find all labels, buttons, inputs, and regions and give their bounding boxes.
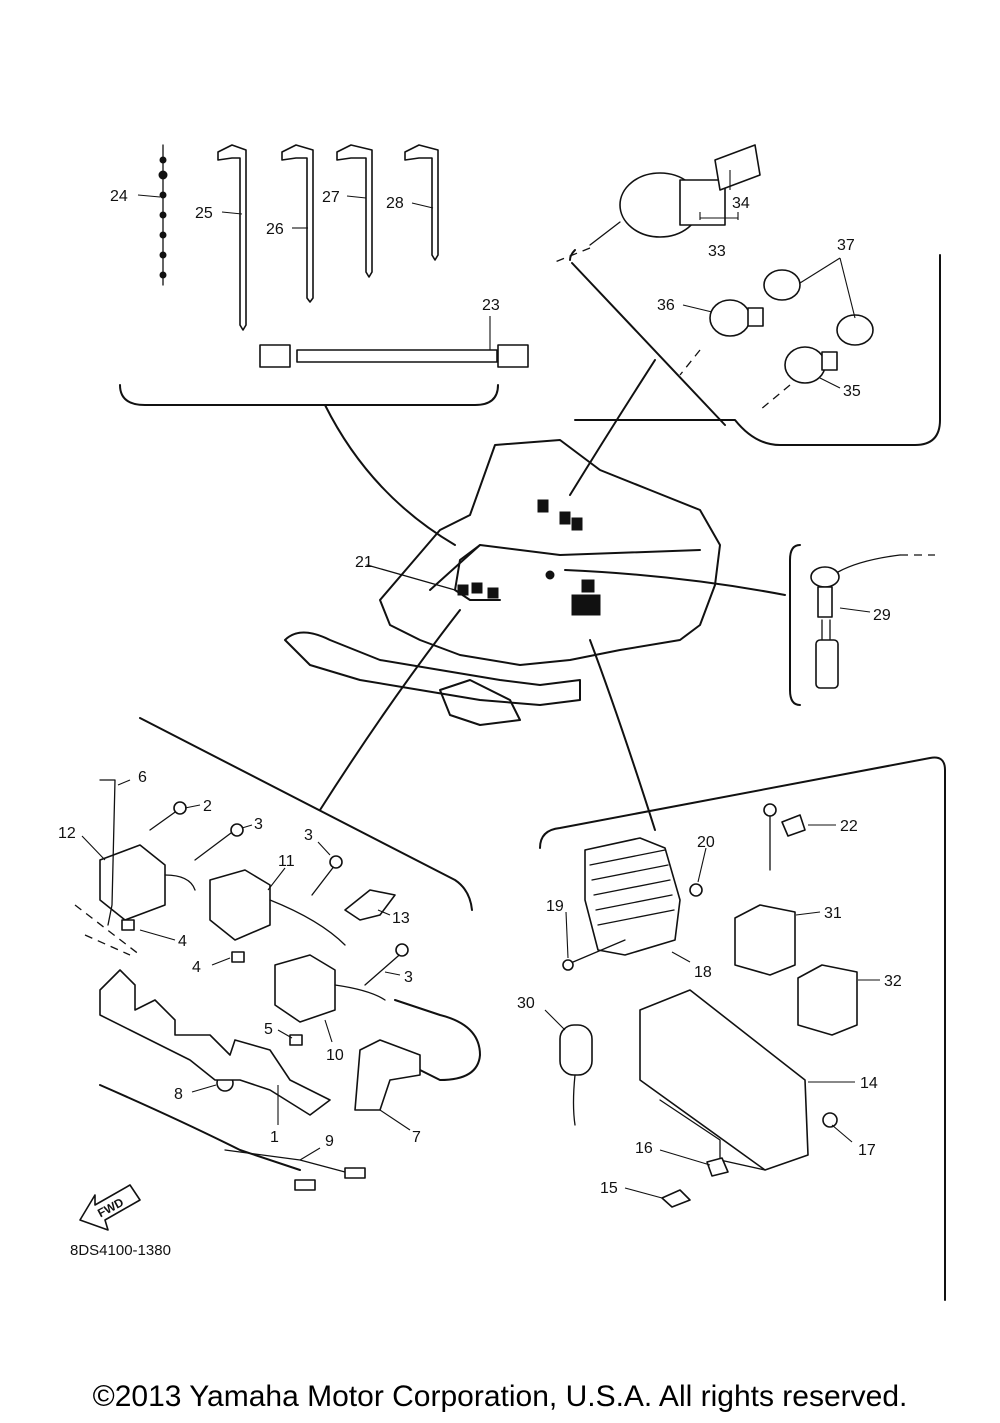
callout-2: 2 [203, 798, 212, 815]
electronics-group [539, 756, 946, 1301]
main-switch-group [554, 144, 941, 446]
callout-35: 35 [843, 383, 861, 400]
collar-4b [231, 951, 245, 963]
knob-36 [709, 299, 751, 337]
cdi-unit [639, 989, 809, 1171]
ignition-coil-12 [99, 844, 166, 921]
copyright-notice: ©2013 Yamaha Motor Corporation, U.S.A. A… [92, 1380, 908, 1413]
callout-19: 19 [546, 898, 564, 915]
callout-1: 1 [270, 1129, 279, 1146]
bracket-end-right [497, 344, 529, 368]
cable-tie-28 [404, 144, 439, 261]
callout-32: 32 [884, 973, 902, 990]
sender-probe [815, 639, 839, 689]
callout-33: 33 [708, 243, 726, 260]
callout-3b: 3 [304, 827, 313, 844]
plug-cap [354, 1039, 421, 1111]
callout-17: 17 [858, 1142, 876, 1159]
lead-connector-b [294, 1179, 316, 1191]
callout-37: 37 [837, 237, 855, 254]
callout-22: 22 [840, 818, 858, 835]
callout-12: 12 [58, 825, 76, 842]
coil-bracket [99, 969, 331, 1116]
callout-9: 9 [325, 1133, 334, 1150]
screw-19 [562, 959, 574, 971]
lead-connector-a [344, 1167, 366, 1179]
sender-cap [810, 566, 840, 588]
callout-26: 26 [266, 221, 284, 238]
callout-15: 15 [600, 1180, 618, 1197]
clamp-13 [344, 889, 396, 921]
drawing-code: 8DS4100-1380 [70, 1242, 171, 1259]
bolt-3c [395, 943, 409, 957]
ignition-coil-10 [274, 954, 336, 1023]
callout-30: 30 [517, 995, 535, 1012]
bolt-22 [781, 814, 806, 837]
callout-24: 24 [110, 188, 128, 205]
callout-27: 27 [322, 189, 340, 206]
callout-8: 8 [174, 1086, 183, 1103]
relay-31 [734, 904, 796, 976]
callout-3a: 3 [254, 816, 263, 833]
callout-11: 11 [278, 853, 295, 870]
relay-32 [797, 964, 858, 1036]
key [714, 144, 761, 191]
callout-20: 20 [697, 834, 715, 851]
callout-28: 28 [386, 195, 404, 212]
nut-17 [822, 1112, 838, 1128]
callout-29: 29 [873, 607, 891, 624]
callout-4b: 4 [192, 959, 201, 976]
bolt-3a [230, 823, 244, 837]
group-leader-lines [319, 359, 786, 831]
callout-7: 7 [412, 1129, 421, 1146]
callout-31: 31 [824, 905, 842, 922]
ignition-coil-11 [209, 869, 271, 941]
ignition-coil-group [74, 717, 481, 1191]
callout-21: 21 [355, 554, 373, 571]
bolt-3b [329, 855, 343, 869]
callout-6: 6 [138, 769, 147, 786]
callout-3c: 3 [404, 969, 413, 986]
cable-tie-26 [281, 144, 314, 303]
nut-20 [689, 883, 703, 897]
callout-10: 10 [326, 1047, 344, 1064]
bracket-end-left [259, 344, 291, 368]
knob-cap-37b [836, 314, 874, 346]
wire-harness-bar [296, 349, 498, 363]
bolt-15 [661, 1189, 691, 1208]
snowmobile-outline [284, 439, 721, 726]
collar-4a [121, 919, 135, 931]
cable-tie-25 [217, 144, 247, 331]
collar-5 [289, 1034, 303, 1046]
cable-ties-group [119, 144, 529, 406]
knob-cap-37a [763, 269, 801, 301]
callout-13: 13 [392, 910, 410, 927]
callout-14: 14 [860, 1075, 878, 1092]
knob-35 [784, 346, 826, 384]
callout-36: 36 [657, 297, 675, 314]
sender-group [789, 544, 935, 706]
callout-16: 16 [635, 1140, 653, 1157]
callout-34: 34 [732, 195, 750, 212]
fwd-arrow: FWD [79, 1184, 141, 1231]
capacitor [559, 1024, 593, 1076]
callout-18: 18 [694, 964, 712, 981]
callout-25: 25 [195, 205, 213, 222]
callout-23: 23 [482, 297, 500, 314]
bolt-2 [173, 801, 187, 815]
callouts: 24 25 26 27 28 23 33 34 37 36 35 21 29 6… [58, 170, 902, 1199]
cable-tie-27 [336, 144, 373, 278]
washer-16 [706, 1157, 729, 1177]
callout-4a: 4 [178, 933, 187, 950]
callout-5: 5 [264, 1021, 273, 1038]
